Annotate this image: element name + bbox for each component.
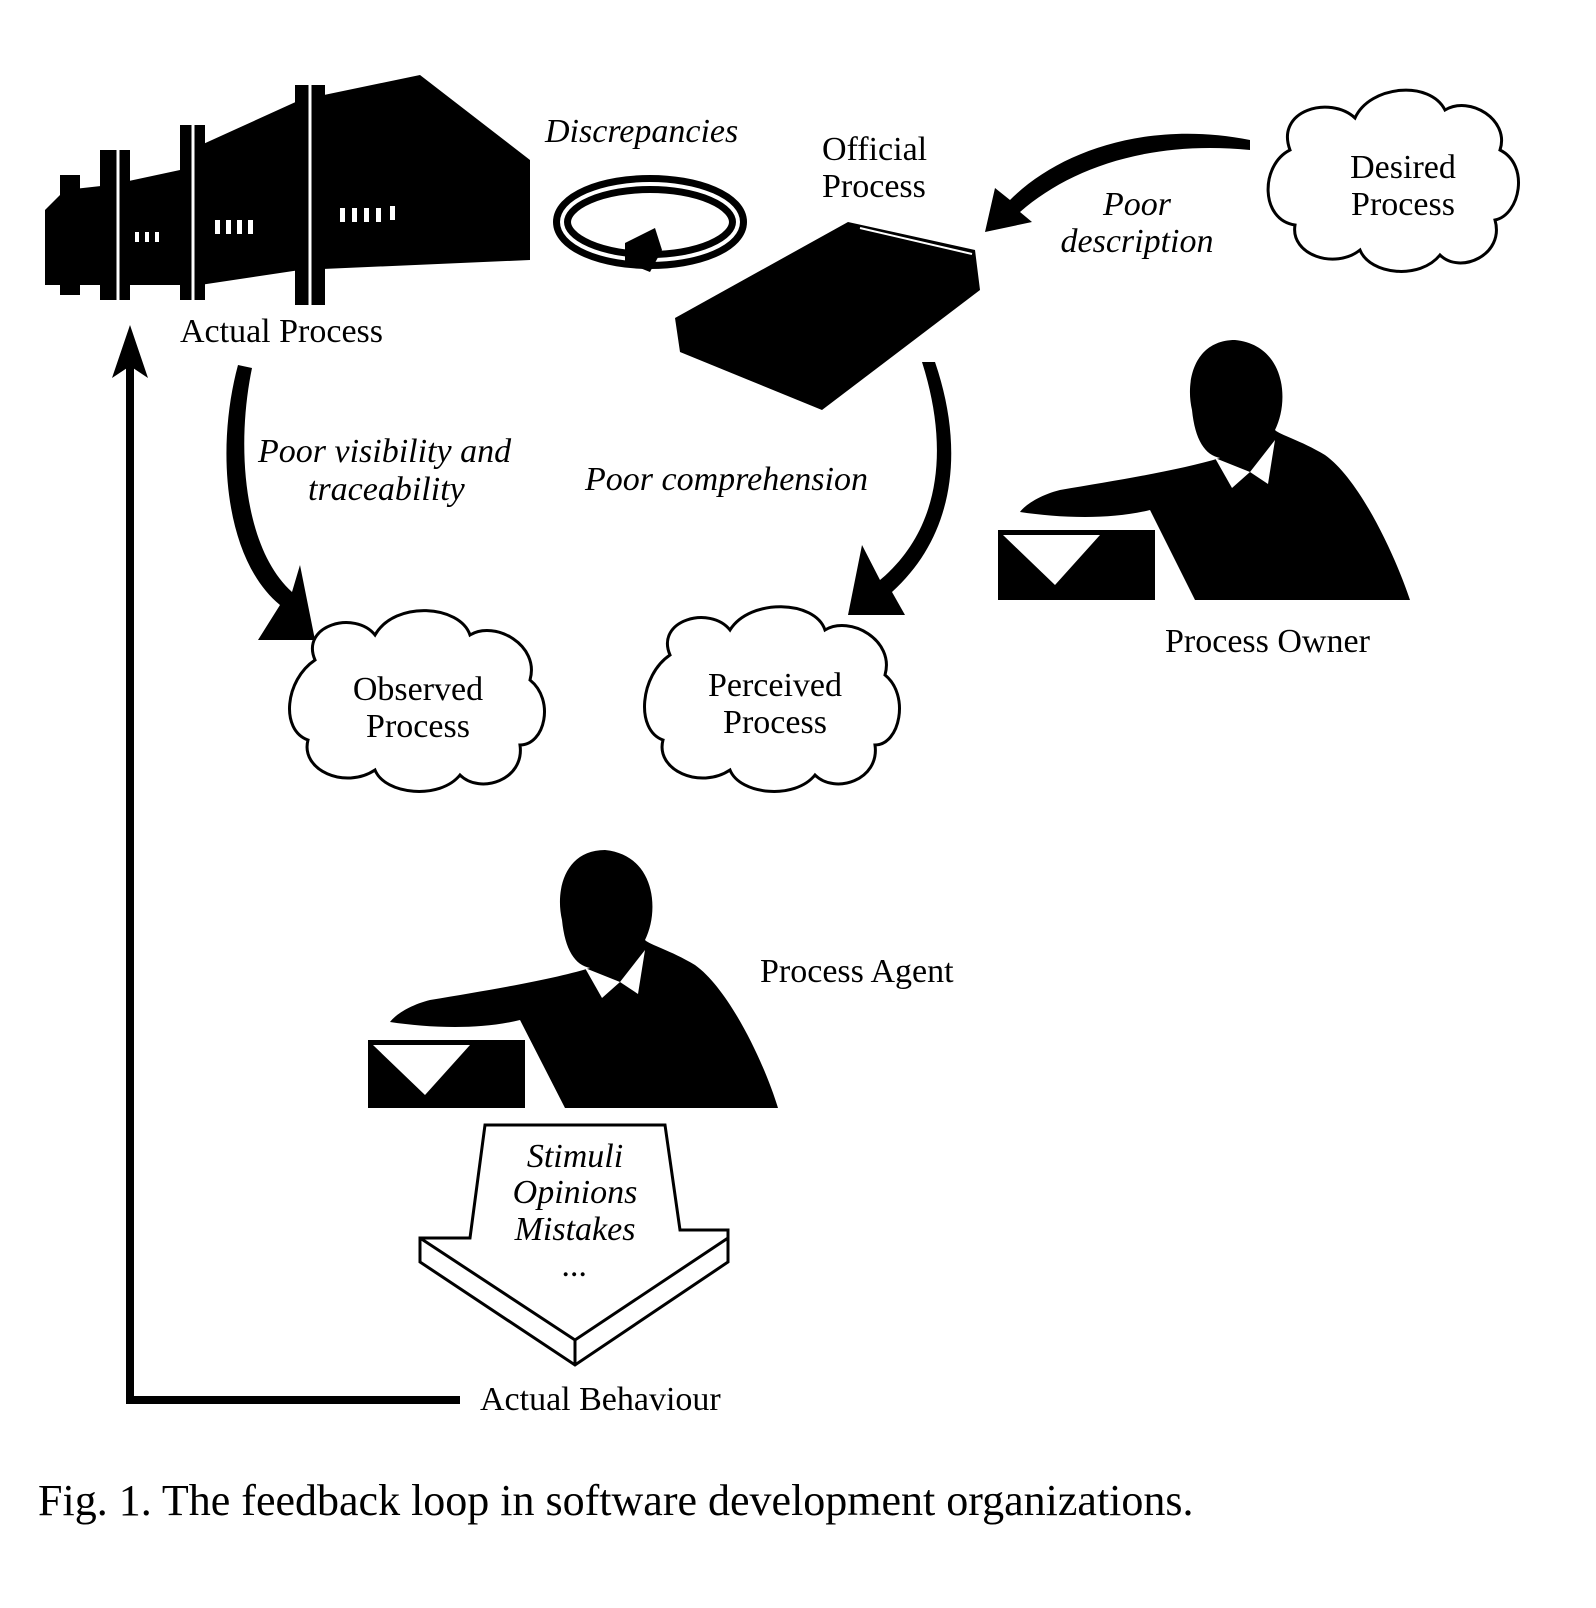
poor-description-arrow [985,133,1250,232]
factory-icon [45,75,530,305]
perceived-process-label-line1: Perceived [708,667,842,704]
official-process-label-line1: Official [822,131,927,168]
poor-visibility-arrow [226,365,315,640]
observed-process-label-line2: Process [366,708,470,745]
feedback-loop-arrow [112,325,460,1404]
poor-description-label-line2: description [1061,223,1214,260]
actual-behaviour-label: Actual Behaviour [480,1381,721,1418]
actual-process-label: Actual Process [180,313,383,350]
official-process-label-line2: Process [822,168,926,205]
desired-process-cloud [1266,88,1520,273]
influence-mistakes: Mistakes [514,1211,636,1248]
discrepancies-label: Discrepancies [544,113,738,150]
poor-comprehension-arrow [848,362,952,615]
process-owner-silhouette [998,340,1410,600]
desired-process-label-line2: Process [1351,186,1455,223]
influence-opinions: Opinions [513,1174,638,1211]
cycle-arrow-icon [553,175,747,272]
observed-process-label-line1: Observed [353,671,483,708]
process-agent-silhouette [368,850,778,1108]
book-icon [675,222,980,410]
influence-ellipsis: ... [562,1247,588,1284]
influences-down-arrow [418,1123,730,1367]
perceived-process-cloud [643,605,901,793]
poor-visibility-label-line1: Poor visibility and [257,433,512,470]
observed-process-cloud [288,609,546,793]
perceived-process-label-line2: Process [723,704,827,741]
poor-description-label-line1: Poor [1102,186,1172,223]
poor-visibility-label-line2: traceability [308,471,466,508]
influence-stimuli: Stimuli [527,1138,623,1175]
desired-process-label-line1: Desired [1350,149,1456,186]
poor-comprehension-label: Poor comprehension [584,461,868,498]
figure-caption: Fig. 1. The feedback loop in software de… [38,1476,1194,1525]
process-agent-label: Process Agent [760,953,954,990]
process-owner-label: Process Owner [1165,623,1371,660]
